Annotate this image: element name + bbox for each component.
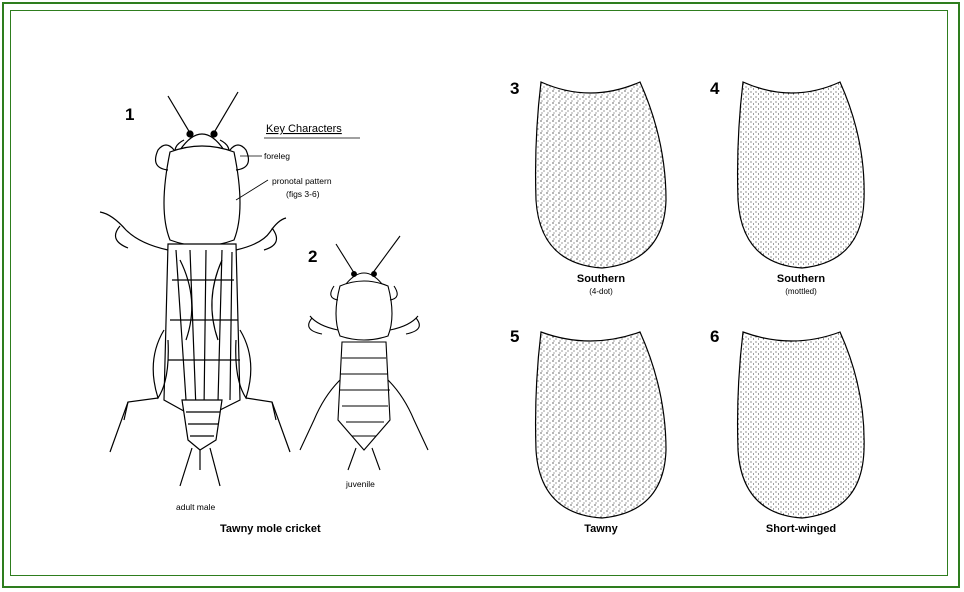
pronotum-figure-6 [738, 332, 865, 518]
key-characters-heading: Key Characters [266, 123, 342, 135]
figure-5-number: 5 [510, 327, 519, 346]
panel-3-title: Southern [577, 273, 626, 285]
panel-5-title: Tawny [584, 523, 618, 535]
figure-caption: Tawny mole cricket [220, 523, 321, 535]
adult-male-cricket-drawing [100, 92, 290, 486]
juvenile-label: juvenile [345, 479, 375, 489]
pronotum-figure-3 [536, 82, 666, 268]
figure-6-number: 6 [710, 327, 719, 346]
panel-4-subtitle: (mottled) [785, 287, 817, 296]
foreleg-label: foreleg [264, 151, 290, 161]
adult-male-label: adult male [176, 502, 215, 512]
pronotal-pattern-label: pronotal pattern [272, 176, 332, 186]
pronotum-figure-4 [738, 82, 865, 268]
figure-4-number: 4 [710, 79, 720, 98]
pronotum-figure-5 [536, 332, 666, 518]
panel-6-title: Short-winged [766, 523, 836, 535]
panel-3-subtitle: (4-dot) [589, 287, 613, 296]
pronotal-figs-label: (figs 3-6) [286, 189, 320, 199]
panel-4-title: Southern [777, 273, 826, 285]
figure-3-number: 3 [510, 79, 519, 98]
juvenile-cricket-drawing [300, 236, 428, 470]
figure-2-number: 2 [308, 247, 317, 266]
figure-1-number: 1 [125, 105, 134, 124]
